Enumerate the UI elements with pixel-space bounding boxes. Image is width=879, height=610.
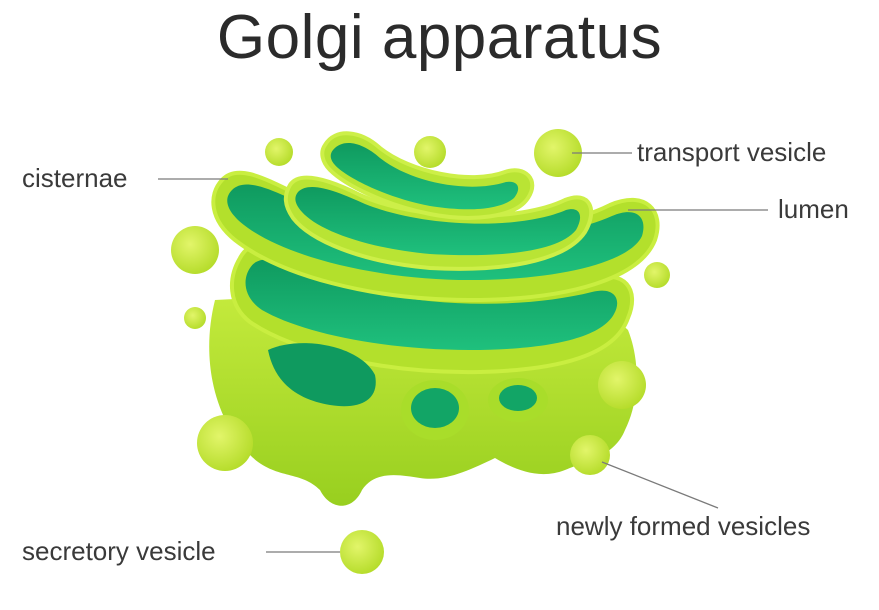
- label-secretory-vesicle: secretory vesicle: [22, 536, 216, 567]
- label-cisternae: cisternae: [22, 163, 128, 194]
- vesicle: [414, 136, 446, 168]
- leader-line-newly-formed-vesicles: [602, 462, 718, 508]
- newly-formed-vesicle: [570, 435, 610, 475]
- label-newly-formed-vesicles: newly formed vesicles: [556, 511, 810, 542]
- vesicle: [184, 307, 206, 329]
- vesicle: [171, 226, 219, 274]
- vesicle-opening-2-lumen: [411, 388, 459, 428]
- vesicle: [644, 262, 670, 288]
- label-lumen: lumen: [778, 194, 849, 225]
- vesicle: [197, 415, 253, 471]
- secretory-vesicle: [340, 530, 384, 574]
- label-transport-vesicle: transport vesicle: [637, 137, 826, 168]
- vesicle: [598, 361, 646, 409]
- vesicle-opening-3-lumen: [499, 385, 537, 411]
- vesicle: [265, 138, 293, 166]
